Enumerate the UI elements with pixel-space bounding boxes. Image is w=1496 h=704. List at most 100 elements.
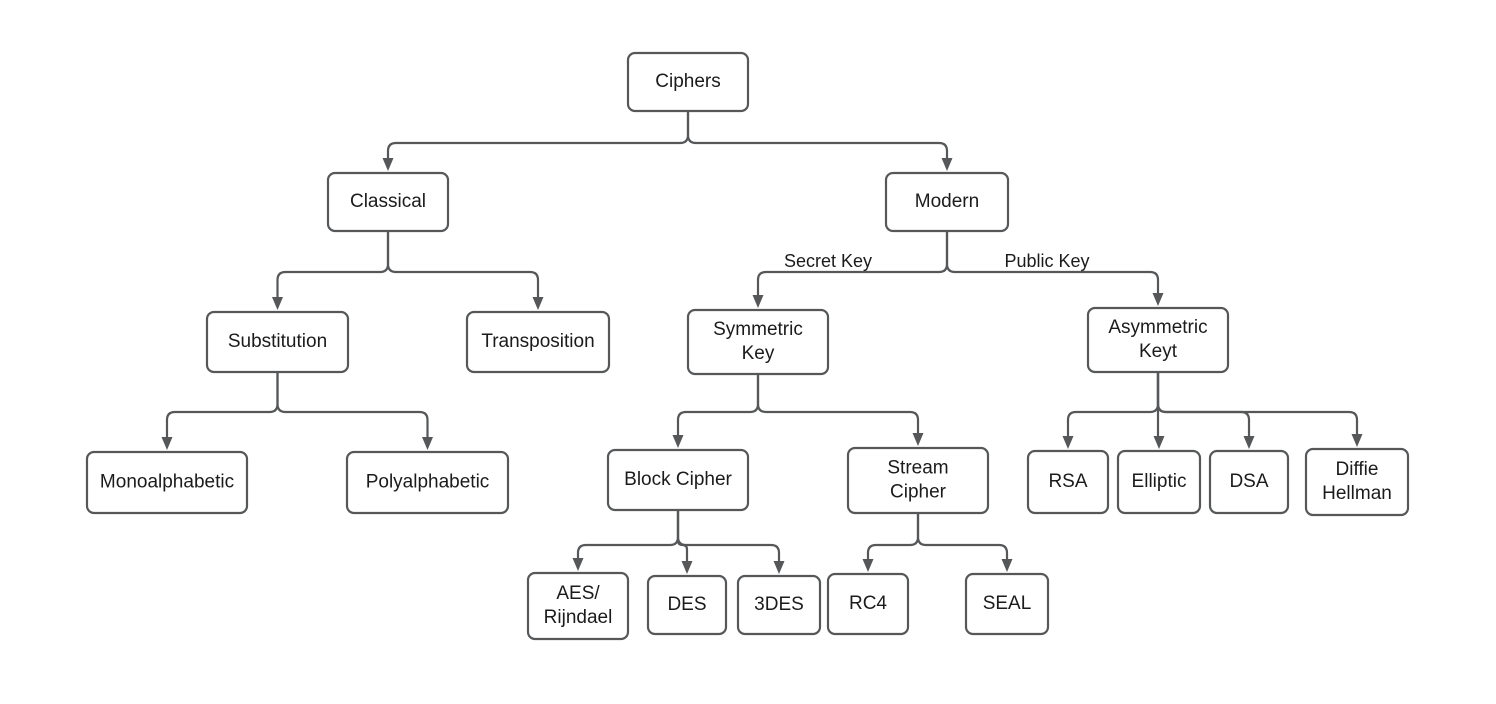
connector-e-asym-dsa — [1156, 372, 1255, 449]
node-rsa[interactable]: RSA — [1026, 449, 1110, 515]
connector-e-ciphers-modern — [686, 111, 953, 171]
node-transposition[interactable]: Transposition — [465, 310, 611, 374]
node-label: Block Cipher — [624, 469, 732, 490]
node-box — [826, 572, 910, 636]
node-label: AES/ — [556, 583, 600, 604]
node-box — [646, 574, 728, 636]
connector-e-ciphers-classical — [382, 111, 690, 171]
node-dsa[interactable]: DSA — [1208, 449, 1290, 515]
edge-label-label-secret-key: Secret Key — [784, 251, 872, 271]
node-label: Polyalphabetic — [366, 472, 490, 493]
arrowhead — [773, 561, 785, 574]
connector-e-block-3des — [676, 510, 785, 574]
node-label: RSA — [1048, 471, 1087, 492]
node-label: Key — [742, 343, 775, 364]
node-label: DSA — [1229, 471, 1268, 492]
node-label: SEAL — [983, 593, 1032, 614]
node-label: Asymmetric — [1108, 317, 1207, 338]
arrowhead — [912, 433, 924, 446]
node-label: Cipher — [890, 482, 947, 503]
node-box — [686, 308, 830, 376]
connector-e-sym-stream — [756, 374, 924, 446]
node-box — [465, 310, 611, 374]
node-label: Monoalphabetic — [100, 472, 234, 493]
node-label: Stream — [887, 458, 948, 479]
node-label: Symmetric — [713, 319, 803, 340]
arrowhead — [1001, 559, 1013, 572]
node-polyalphabetic[interactable]: Polyalphabetic — [345, 450, 510, 515]
node-label: RC4 — [849, 593, 887, 614]
connector-e-sub-poly — [276, 372, 433, 450]
node-modern[interactable]: Modern — [884, 171, 1010, 233]
node-monoalphabetic[interactable]: Monoalphabetic — [85, 450, 249, 515]
node-box — [626, 51, 750, 113]
connector-e-classical-substitution — [272, 231, 390, 310]
node-box — [1026, 449, 1110, 515]
node-box — [964, 572, 1050, 636]
node-label: DES — [667, 594, 706, 615]
arrowhead — [672, 435, 684, 448]
arrowhead — [941, 158, 953, 171]
node-label: Rijndael — [544, 607, 613, 628]
connector-e-stream-rc4 — [862, 513, 920, 572]
edge-label-label-public-key: Public Key — [1004, 251, 1089, 271]
node-label: Elliptic — [1132, 471, 1187, 492]
node-box — [1208, 449, 1290, 515]
node-ciphers[interactable]: Ciphers — [626, 51, 750, 113]
arrowhead — [752, 295, 764, 308]
arrowhead — [422, 437, 433, 450]
node-classical[interactable]: Classical — [326, 171, 450, 233]
node-substitution[interactable]: Substitution — [205, 310, 350, 374]
node-box — [606, 448, 750, 512]
arrowhead — [681, 561, 693, 574]
node-box — [846, 446, 990, 515]
node-label: 3DES — [754, 594, 804, 615]
connector-e-modern-asymmetric — [945, 231, 1164, 306]
node-box — [85, 450, 249, 515]
connector-e-classical-transposition — [386, 231, 544, 310]
node-label: Modern — [915, 191, 979, 212]
arrowhead — [1153, 436, 1165, 449]
node-aes-rijndael[interactable]: AES/Rijndael — [526, 571, 630, 641]
connector-e-asym-rsa — [1062, 372, 1160, 449]
arrowhead — [532, 297, 544, 310]
arrowhead — [572, 558, 584, 571]
node-elliptic[interactable]: Elliptic — [1116, 449, 1202, 515]
node-box — [205, 310, 350, 374]
node-box — [1304, 447, 1410, 517]
connector-e-block-aes — [572, 510, 680, 571]
node-label: Transposition — [481, 331, 594, 352]
node-des[interactable]: DES — [646, 574, 728, 636]
arrowhead — [1351, 434, 1363, 447]
connector-e-sym-block — [672, 374, 760, 448]
node-box — [1086, 306, 1230, 374]
node-box — [884, 171, 1010, 233]
arrowhead — [382, 158, 394, 171]
arrowhead — [161, 437, 173, 450]
edge-labels-layer: Secret Key Public Key — [784, 251, 1090, 271]
node-3des[interactable]: 3DES — [736, 574, 822, 636]
edges-layer — [161, 111, 1363, 574]
connector-e-asym-diffie — [1156, 372, 1363, 447]
node-rc4[interactable]: RC4 — [826, 572, 910, 636]
node-block-cipher[interactable]: Block Cipher — [606, 448, 750, 512]
node-label: Substitution — [228, 331, 327, 352]
node-label: Classical — [350, 191, 426, 212]
arrowhead — [862, 559, 874, 572]
node-box — [1116, 449, 1202, 515]
node-seal[interactable]: SEAL — [964, 572, 1050, 636]
node-label: Ciphers — [655, 71, 720, 92]
node-box — [326, 171, 450, 233]
node-box — [345, 450, 510, 515]
connector-e-stream-seal — [916, 513, 1013, 572]
node-box — [526, 571, 630, 641]
node-label: Hellman — [1322, 483, 1392, 504]
node-label: Keyt — [1139, 341, 1178, 362]
